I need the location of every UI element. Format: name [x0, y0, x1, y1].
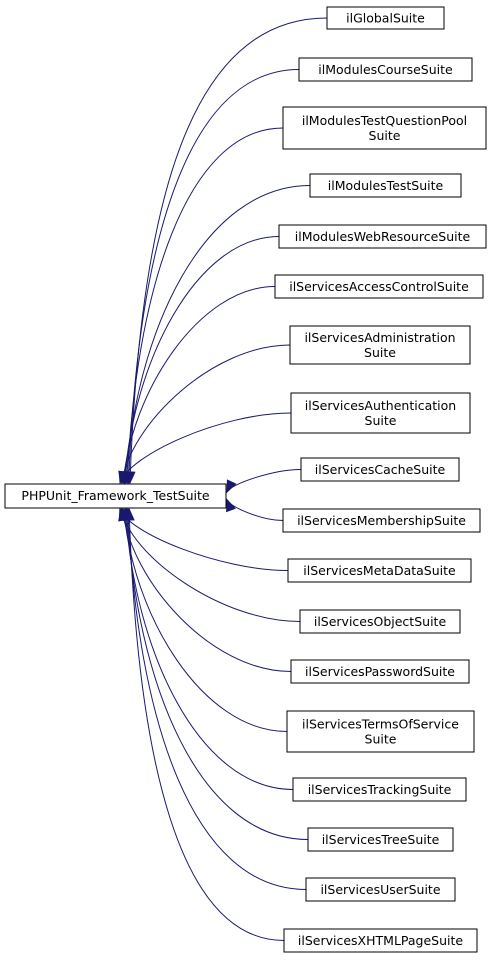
edge-il-services-authentication-suite: [119, 412, 292, 484]
class-label-il-services-authentication-suite-line-2: Suite: [365, 413, 397, 428]
class-label-il-services-object-suite: ilServicesObjectSuite: [314, 614, 447, 629]
arrowhead-il-services-xhtmlpage-suite: [124, 507, 135, 521]
edge-il-services-terms-of-service-suite: [123, 508, 288, 732]
edge-il-services-xhtmlpage-suite: [128, 508, 285, 941]
edge-il-modules-course-suite: [128, 69, 300, 484]
class-label-il-modules-test-suite: ilModulesTestSuite: [328, 178, 444, 193]
edge-il-services-user-suite: [127, 508, 307, 890]
class-label-il-services-cache-suite: ilServicesCacheSuite: [315, 462, 446, 477]
class-node-il-services-tree-suite[interactable]: ilServicesTreeSuite: [307, 827, 454, 852]
class-box-il-services-membership-suite[interactable]: [282, 508, 481, 533]
class-node-il-services-access-control-suite[interactable]: ilServicesAccessControlSuite: [274, 274, 484, 299]
class-label-il-services-access-control-suite: ilServicesAccessControlSuite: [289, 279, 469, 294]
arrowhead-il-services-membership-suite: [226, 498, 236, 513]
base-class-label: PHPUnit_Framework_TestSuite: [21, 488, 209, 503]
class-label-il-services-terms-of-service-suite-line-2: Suite: [365, 732, 397, 747]
class-label-il-modules-course-suite: ilModulesCourseSuite: [318, 62, 453, 77]
class-box-il-services-password-suite[interactable]: [290, 659, 470, 684]
class-node-il-modules-course-suite[interactable]: ilModulesCourseSuite: [298, 57, 473, 82]
class-box-il-modules-test-question-pool-suite[interactable]: [282, 106, 487, 150]
class-box-il-services-user-suite[interactable]: [305, 877, 456, 902]
class-box-il-services-cache-suite[interactable]: [300, 457, 460, 482]
arrowhead-il-services-authentication-suite: [118, 470, 129, 485]
class-nodes: PHPUnit_Framework_TestSuite ilGlobalSuit…: [4, 6, 487, 953]
edge-il-services-tree-suite: [126, 508, 309, 840]
arrowhead-il-services-cache-suite: [226, 479, 237, 494]
edge-il-services-cache-suite: [226, 469, 302, 493]
class-label-il-services-tracking-suite: ilServicesTrackingSuite: [308, 782, 452, 797]
class-label-il-services-membership-suite: ilServicesMembershipSuite: [297, 513, 466, 528]
class-node-il-services-xhtmlpage-suite[interactable]: ilServicesXHTMLPageSuite: [283, 928, 478, 953]
class-node-il-services-cache-suite[interactable]: ilServicesCacheSuite: [300, 457, 460, 482]
edge-il-modules-web-resource-suite: [123, 236, 280, 484]
class-label-il-services-administration-suite-line-2: Suite: [364, 345, 396, 360]
edge-il-services-access-control-suite: [122, 286, 276, 484]
class-node-il-services-user-suite[interactable]: ilServicesUserSuite: [305, 877, 456, 902]
class-node-il-services-password-suite[interactable]: ilServicesPasswordSuite: [290, 659, 470, 684]
edge-il-services-tracking-suite: [124, 508, 294, 790]
class-node-il-modules-web-resource-suite[interactable]: ilModulesWebResourceSuite: [278, 224, 487, 249]
inheritance-edges: [118, 17, 328, 941]
class-node-il-services-membership-suite[interactable]: ilServicesMembershipSuite: [282, 508, 481, 533]
class-box-il-modules-web-resource-suite[interactable]: [278, 224, 487, 249]
edge-il-services-administration-suite: [121, 344, 291, 484]
class-label-il-services-terms-of-service-suite-line-1: ilServicesTermsOfService: [302, 717, 459, 732]
class-label-il-modules-test-question-pool-suite-line-1: ilModulesTestQuestionPool: [302, 113, 467, 128]
class-node-il-modules-test-suite[interactable]: ilModulesTestSuite: [309, 173, 462, 198]
class-label-il-services-user-suite: ilServicesUserSuite: [320, 882, 440, 897]
class-label-il-services-password-suite: ilServicesPasswordSuite: [305, 664, 455, 679]
class-label-il-services-authentication-suite-line-1: ilServicesAuthentication: [305, 398, 456, 413]
class-box-il-services-meta-data-suite[interactable]: [287, 558, 472, 583]
edge-il-services-object-suite: [120, 508, 301, 622]
class-box-il-services-object-suite[interactable]: [299, 609, 461, 634]
class-box-il-services-administration-suite[interactable]: [289, 325, 471, 365]
edge-il-services-meta-data-suite: [119, 508, 289, 571]
class-label-il-services-xhtmlpage-suite: ilServicesXHTMLPageSuite: [298, 933, 463, 948]
edge-il-modules-test-question-pool-suite: [126, 127, 284, 484]
class-box-il-modules-test-suite[interactable]: [309, 173, 462, 198]
class-box-il-services-tree-suite[interactable]: [307, 827, 454, 852]
class-node-il-services-tracking-suite[interactable]: ilServicesTrackingSuite: [292, 777, 467, 802]
base-class-node[interactable]: PHPUnit_Framework_TestSuite: [4, 483, 227, 509]
class-box-il-global-suite[interactable]: [326, 6, 445, 30]
class-label-il-modules-test-question-pool-suite-line-2: Suite: [369, 128, 401, 143]
class-node-il-global-suite[interactable]: ilGlobalSuite: [326, 6, 445, 30]
class-box-il-services-tracking-suite[interactable]: [292, 777, 467, 802]
class-box-il-services-authentication-suite[interactable]: [290, 392, 471, 434]
class-label-il-services-administration-suite-line-1: ilServicesAdministration: [304, 330, 455, 345]
class-label-il-global-suite: ilGlobalSuite: [346, 11, 425, 26]
class-box-il-modules-course-suite[interactable]: [298, 57, 473, 82]
class-node-il-services-object-suite[interactable]: ilServicesObjectSuite: [299, 609, 461, 634]
edge-il-services-membership-suite: [226, 499, 284, 521]
class-label-il-modules-web-resource-suite: ilModulesWebResourceSuite: [295, 229, 471, 244]
base-class-box[interactable]: [4, 483, 227, 509]
class-label-il-services-tree-suite: ilServicesTreeSuite: [322, 832, 440, 847]
class-box-il-services-xhtmlpage-suite[interactable]: [283, 928, 478, 953]
class-label-il-services-meta-data-suite: ilServicesMetaDataSuite: [303, 563, 456, 578]
class-box-il-services-terms-of-service-suite[interactable]: [286, 710, 475, 753]
class-box-il-services-access-control-suite[interactable]: [274, 274, 484, 299]
class-node-il-services-meta-data-suite[interactable]: ilServicesMetaDataSuite: [287, 558, 472, 583]
